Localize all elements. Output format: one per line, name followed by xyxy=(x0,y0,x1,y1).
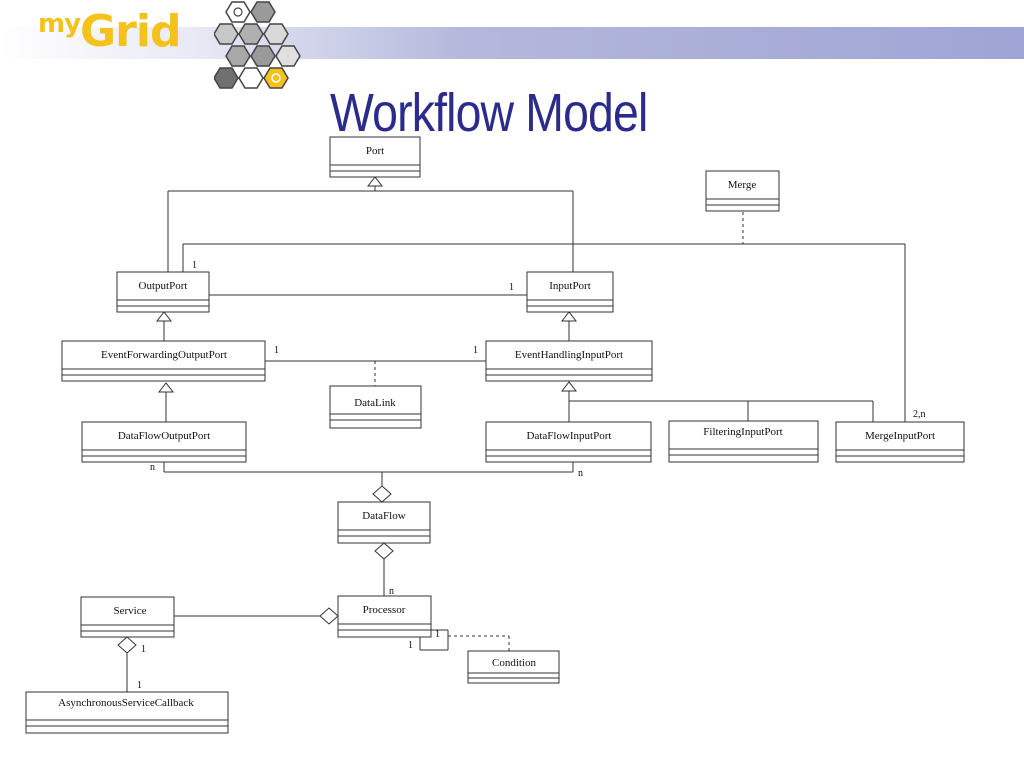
service-label: Service xyxy=(114,605,147,617)
slide-title: Workflow Model xyxy=(330,83,648,143)
mygrid-logo: myGrid xyxy=(38,6,181,57)
class-output-port xyxy=(116,271,210,313)
class-asynchronous-service-callback xyxy=(25,691,229,734)
class-merge xyxy=(705,170,780,212)
class-event-forwarding-output-port xyxy=(61,340,266,382)
merge-label: Merge xyxy=(728,179,757,191)
condition-label: Condition xyxy=(492,657,537,669)
class-condition xyxy=(467,650,560,684)
data-flow-input-port-label: DataFlowInputPort xyxy=(527,430,612,442)
class-input-port xyxy=(526,271,614,313)
logo-grid-text: Grid xyxy=(80,6,181,57)
multiplicity-forwarding-link: 1 xyxy=(274,345,279,356)
class-data-link xyxy=(329,385,422,429)
event-handling-input-port-label: EventHandlingInputPort xyxy=(515,349,623,361)
header-banner xyxy=(0,27,1024,59)
port-label: Port xyxy=(366,145,384,157)
slide-title-wrap: Workflow Model xyxy=(330,82,699,144)
logo-my-text: my xyxy=(38,9,81,39)
input-port-label: InputPort xyxy=(549,280,591,292)
data-link-label: DataLink xyxy=(354,397,396,409)
multiplicity-service: 1 xyxy=(141,644,146,655)
filtering-input-port-label: FilteringInputPort xyxy=(703,426,782,438)
class-data-flow-input-port xyxy=(485,421,652,463)
multiplicity-output-merge: 1 xyxy=(192,260,197,271)
multiplicity-merge-input-port: 2,n xyxy=(913,409,926,420)
merge-input-port-label: MergeInputPort xyxy=(865,430,935,442)
data-flow-output-port-label: DataFlowOutputPort xyxy=(118,430,210,442)
output-port-label: OutputPort xyxy=(139,280,188,292)
processor-label: Processor xyxy=(363,604,406,616)
multiplicity-dataflow-input: n xyxy=(578,468,583,479)
event-forwarding-output-port-label: EventForwardingOutputPort xyxy=(101,349,227,361)
multiplicity-dataflow-output: n xyxy=(150,462,155,473)
class-filtering-input-port xyxy=(668,420,819,463)
class-processor xyxy=(337,595,432,638)
multiplicity-processor-self-b: 1 xyxy=(408,640,413,651)
class-data-flow xyxy=(337,501,431,544)
multiplicity-processor: n xyxy=(389,586,394,597)
multiplicity-callback: 1 xyxy=(137,680,142,691)
hexagon-cluster-logo-icon xyxy=(214,1,301,89)
class-port xyxy=(329,136,421,178)
multiplicity-processor-self-a: 1 xyxy=(435,629,440,640)
multiplicity-output-input: 1 xyxy=(509,282,514,293)
data-flow-label: DataFlow xyxy=(362,510,405,522)
multiplicity-handling-link: 1 xyxy=(473,345,478,356)
class-merge-input-port xyxy=(835,421,965,463)
class-data-flow-output-port xyxy=(81,421,247,463)
asynchronous-service-callback-label: AsynchronousServiceCallback xyxy=(58,697,194,709)
class-event-handling-input-port xyxy=(485,340,653,382)
class-service xyxy=(80,596,175,638)
